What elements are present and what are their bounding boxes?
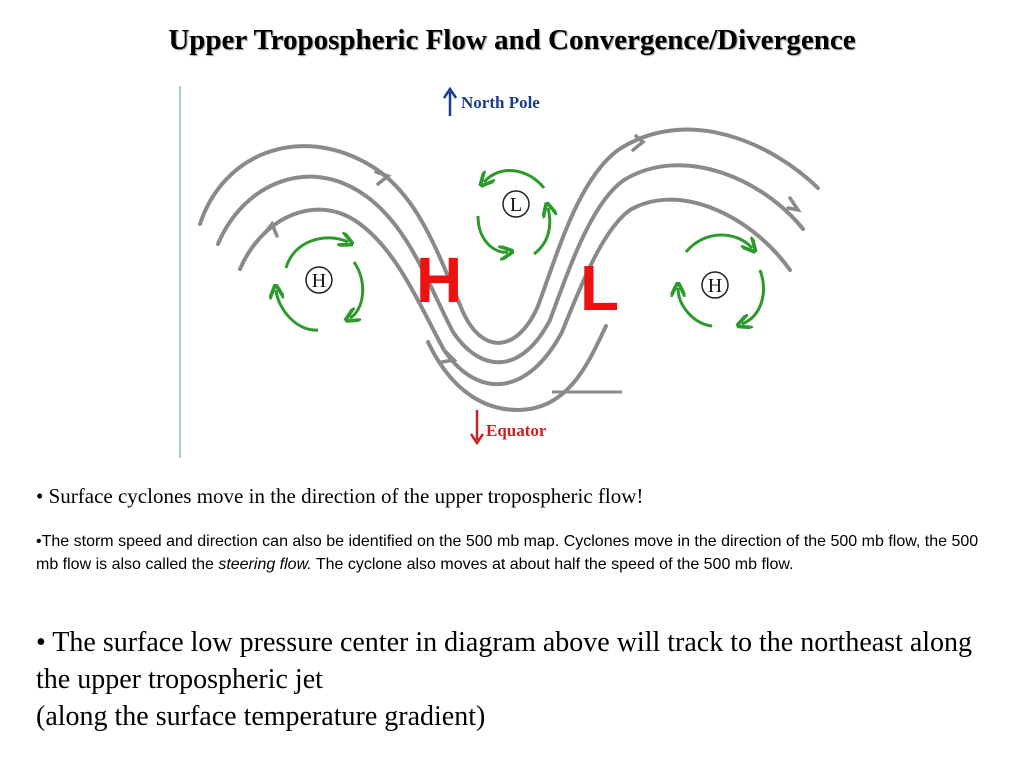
flow-diagram-svg: North Pole Equator H L H L H — [179, 86, 820, 458]
north-pole-label: North Pole — [461, 93, 540, 112]
left-high-circulation: H — [276, 238, 365, 332]
flow-line-inner — [238, 197, 792, 387]
steering-flow-term: steering flow. — [218, 556, 312, 573]
equator-label: Equator — [486, 421, 547, 440]
bullet-storm-speed-start: •The storm speed and direction can also … — [36, 533, 979, 573]
slide-title: Upper Tropospheric Flow and Convergence/… — [168, 24, 856, 56]
flow-line-middle — [216, 163, 805, 365]
flow-streamlines — [198, 127, 820, 413]
bullet-storm-speed-end: The cyclone also moves at about half the… — [311, 556, 794, 573]
bullet-storm-speed: •The storm speed and direction can also … — [36, 530, 996, 576]
bullet-low-track-line1: • The surface low pressure center in dia… — [36, 627, 973, 695]
big-high-letter: H — [416, 244, 462, 316]
bullet-low-track: • The surface low pressure center in dia… — [36, 624, 996, 735]
top-small-low: L — [510, 194, 522, 216]
flow-arrowheads — [262, 134, 802, 364]
north-arrow-icon — [442, 86, 458, 116]
right-small-high: H — [708, 275, 722, 297]
left-small-high: H — [312, 270, 326, 292]
big-low-letter: L — [580, 252, 619, 324]
right-high-circulation: H — [678, 233, 765, 326]
flow-diagram: North Pole Equator H L H L H — [178, 84, 828, 462]
bullet-low-track-line2: (along the surface temperature gradient) — [36, 701, 486, 732]
bullet-surface-cyclones: • Surface cyclones move in the direction… — [36, 484, 644, 508]
equator-arrow-icon — [469, 410, 485, 446]
top-low-circulation: L — [476, 169, 550, 254]
flow-line-lowest — [426, 324, 608, 413]
flow-line-outer — [198, 127, 820, 345]
